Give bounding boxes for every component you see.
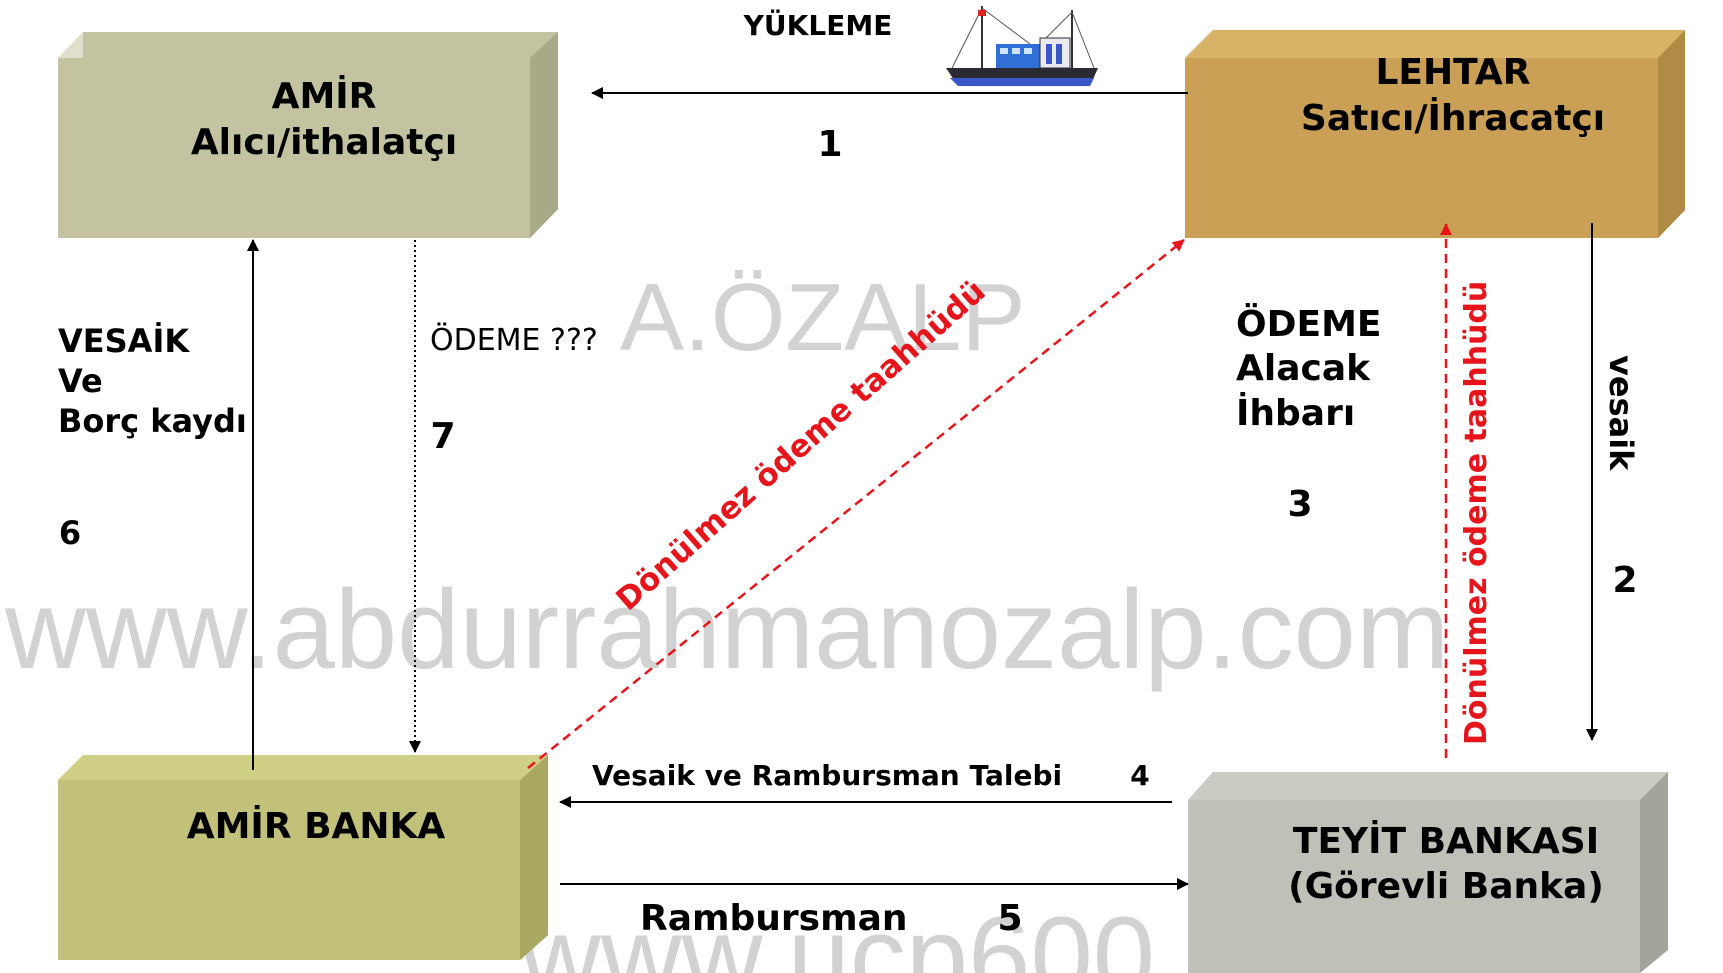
watermark-site: www.abdurrahmanozalp.com (4, 567, 1449, 692)
label-ihbari: İhbarı (1236, 392, 1355, 434)
step-7: 7 (430, 416, 455, 457)
step-3: 3 (1287, 484, 1312, 525)
label-odeme-question: ÖDEME ??? (430, 322, 598, 358)
teyit-subtitle: (Görevli Banka) (1288, 866, 1604, 907)
teyit-title: TEYİT BANKASI (1293, 820, 1599, 862)
amir-box: AMİR Alıcı/ithalatçı (58, 32, 558, 238)
label-rambursman: Rambursman (640, 898, 908, 939)
lehtar-title: LEHTAR (1375, 52, 1530, 93)
step-5: 5 (997, 898, 1022, 939)
step-2: 2 (1612, 560, 1637, 601)
lehtar-subtitle: Satıcı/İhracatçı (1301, 97, 1605, 139)
label-alacak: Alacak (1236, 348, 1371, 389)
step-4: 4 (1130, 759, 1149, 792)
label-odeme: ÖDEME (1236, 303, 1382, 345)
amir-banka-box: AMİR BANKA (58, 755, 548, 960)
watermark-name: A.ÖZALP (620, 264, 1025, 371)
amir-banka-title: AMİR BANKA (187, 805, 446, 847)
label-vesaik-vertical: vesaik (1602, 355, 1640, 471)
lehtar-box: LEHTAR Satıcı/İhracatçı (1185, 30, 1685, 238)
label-ve: Ve (58, 362, 103, 400)
step-6: 6 (59, 514, 81, 552)
label-vesaik-rambursman: Vesaik ve Rambursman Talebi (592, 759, 1062, 792)
teyit-box: TEYİT BANKASI (Görevli Banka) (1188, 772, 1668, 973)
amir-subtitle: Alıcı/ithalatçı (191, 122, 457, 163)
arrow-donulmez-diagonal (527, 239, 1185, 769)
label-vesaik-caps: VESAİK (58, 322, 190, 360)
amir-title: AMİR (272, 75, 377, 117)
label-borc: Borç kaydı (58, 402, 247, 440)
step-1: 1 (817, 124, 842, 165)
label-yukleme: YÜKLEME (743, 8, 893, 42)
ship-icon (946, 6, 1098, 86)
watermark-site-2: www.ucp600.i (519, 894, 1211, 973)
label-donulmez-vertical: Dönülmez ödeme taahhüdü (1459, 281, 1494, 745)
